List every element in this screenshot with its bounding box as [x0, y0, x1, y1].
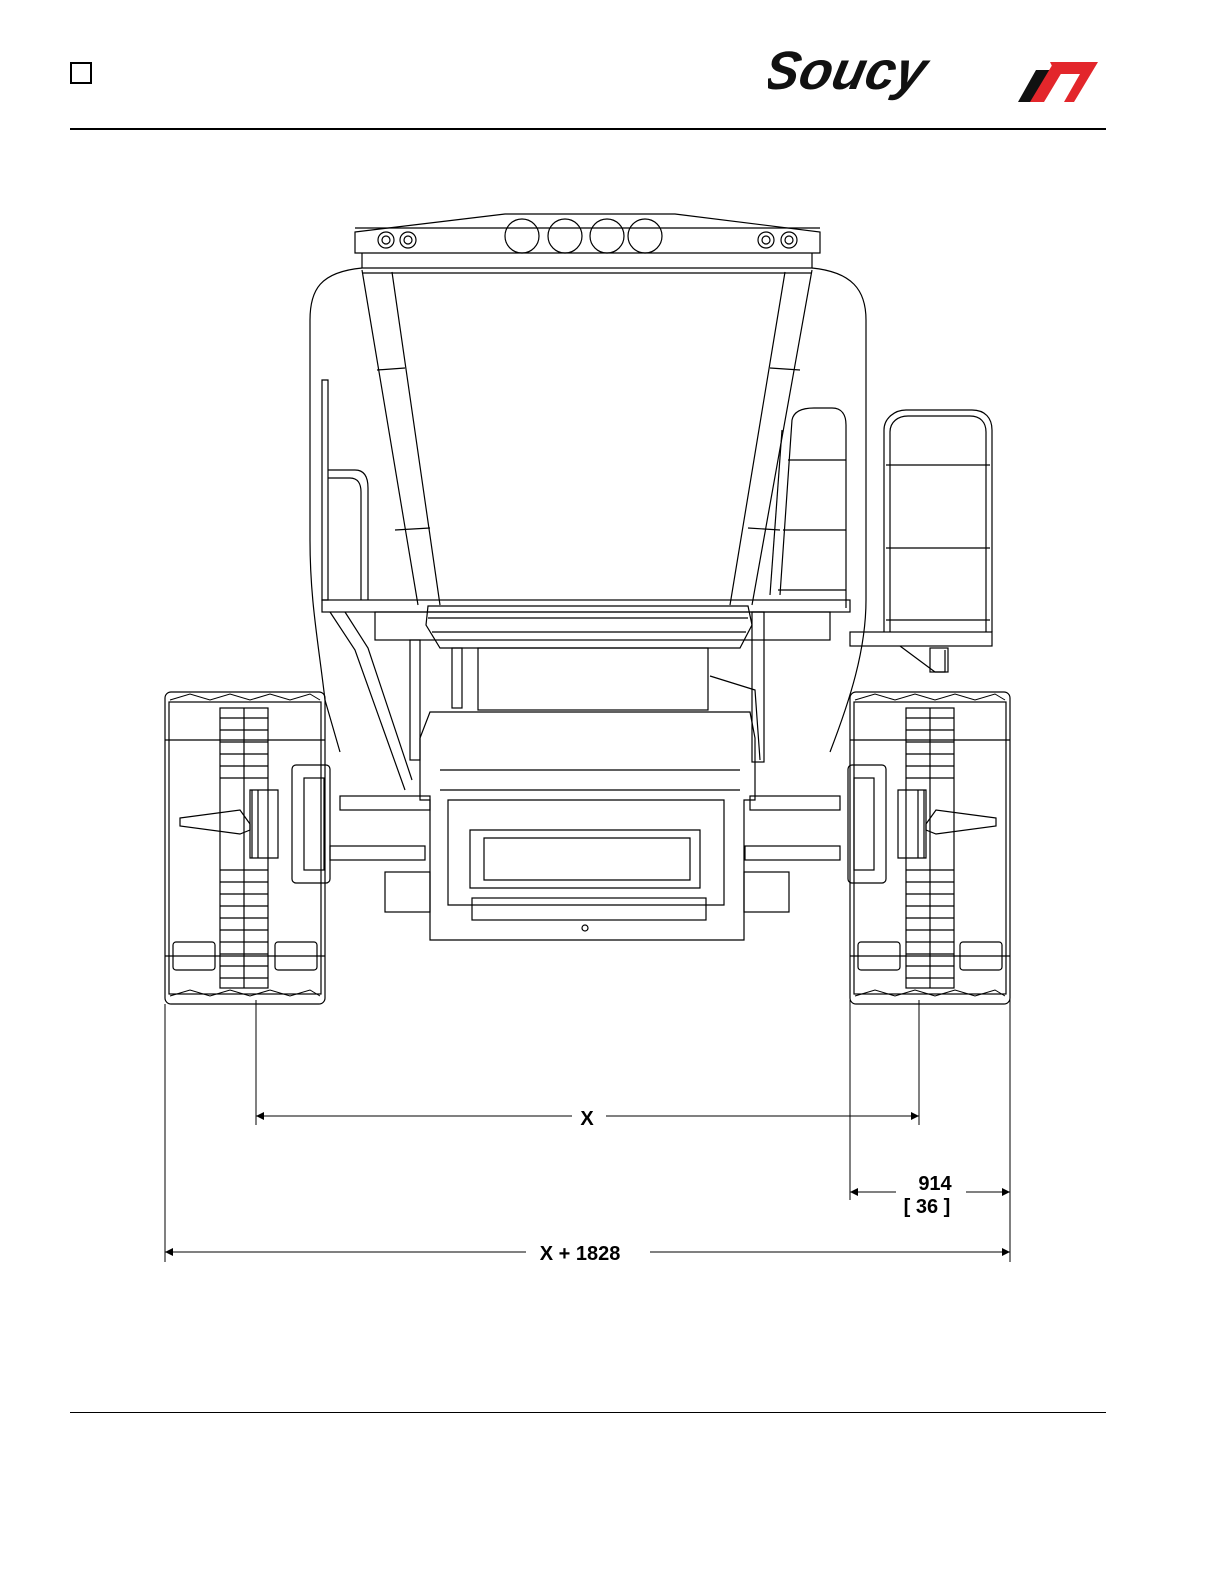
machine-body	[180, 214, 996, 940]
dimension-overall-label: X + 1828	[540, 1243, 621, 1265]
hub-left	[180, 765, 330, 883]
ladder-right	[884, 410, 992, 632]
light-4	[628, 219, 662, 253]
light-2	[548, 219, 582, 253]
dimension-914-label: 914	[918, 1173, 952, 1195]
light-3	[590, 219, 624, 253]
dimension-36-label: [ 36 ]	[904, 1196, 951, 1218]
track-left	[165, 692, 325, 1004]
ladder-left	[770, 408, 846, 608]
center-housing	[420, 712, 755, 940]
hub-right	[848, 765, 996, 883]
light-1	[505, 219, 539, 253]
dimension-x-label: X	[580, 1108, 594, 1130]
